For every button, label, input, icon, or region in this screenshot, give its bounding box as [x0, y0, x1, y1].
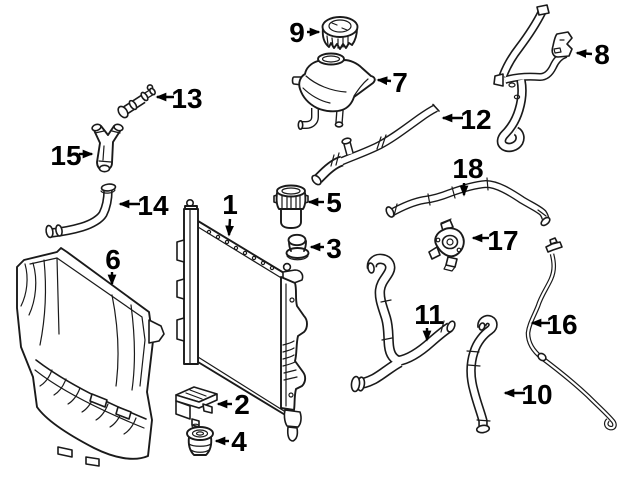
callout-arrow	[225, 218, 234, 237]
bleed-pipe-drawing	[117, 84, 156, 119]
coolant-hose-12-drawing	[311, 103, 440, 186]
mounting-bracket-drawing	[493, 4, 573, 153]
callout-13: 13	[155, 83, 203, 114]
part-number-label: 18	[452, 153, 483, 184]
part-number-label: 14	[137, 190, 169, 221]
part-number-label: 7	[392, 67, 408, 98]
callout-12: 12	[441, 104, 492, 135]
callout-arrow	[376, 76, 392, 86]
part-number-label: 10	[521, 379, 552, 410]
drain-plug-drawing	[285, 233, 310, 261]
part-number-label: 2	[234, 389, 250, 420]
part-number-label: 9	[289, 17, 305, 48]
coolant-hose-14-drawing	[45, 183, 117, 239]
part-number-label: 1	[222, 189, 238, 220]
part-number-label: 13	[171, 83, 202, 114]
callout-18: 18	[452, 153, 484, 197]
diagram-line-art	[16, 4, 617, 467]
callout-10: 10	[503, 379, 553, 410]
part-number-label: 15	[50, 140, 81, 171]
part-number-label: 11	[414, 299, 444, 330]
callout-15: 15	[50, 140, 94, 171]
callout-1: 1	[222, 189, 238, 237]
callout-11: 11	[414, 299, 444, 342]
callout-4: 4	[214, 426, 247, 457]
callout-8: 8	[575, 39, 610, 70]
part-number-label: 8	[594, 39, 610, 70]
reservoir-cap-drawing	[321, 16, 359, 50]
callout-2: 2	[216, 389, 250, 420]
callout-7: 7	[376, 67, 408, 98]
rubber-mount-drawing	[186, 426, 214, 456]
coolant-hose-18-drawing	[385, 177, 551, 227]
heater-hose-10-drawing	[466, 314, 498, 434]
part-number-label: 5	[326, 187, 342, 218]
callout-17: 17	[471, 225, 519, 256]
part-number-label: 17	[487, 225, 518, 256]
callout-arrow	[575, 49, 593, 59]
expansion-tank-drawing	[291, 52, 376, 131]
y-connector-drawing	[91, 123, 124, 173]
part-number-label: 3	[326, 233, 342, 264]
fan-shroud-drawing	[16, 247, 165, 467]
part-number-label: 4	[231, 426, 247, 457]
mounting-clip-drawing	[175, 386, 218, 429]
part-number-label: 16	[546, 309, 577, 340]
lower-radiator-hose-drawing	[350, 253, 456, 393]
vent-hose-16-drawing	[525, 237, 617, 431]
shutoff-valve-drawing	[428, 218, 465, 272]
callout-16: 16	[530, 309, 578, 340]
callout-6: 6	[105, 244, 121, 286]
callout-14: 14	[118, 190, 169, 221]
callout-9: 9	[289, 17, 321, 48]
callout-5: 5	[307, 187, 342, 218]
part-number-label: 12	[460, 104, 491, 135]
connector-cap-drawing	[273, 184, 309, 229]
callout-3: 3	[309, 233, 342, 264]
radiator-drawing	[176, 199, 308, 442]
part-number-label: 6	[105, 244, 121, 275]
